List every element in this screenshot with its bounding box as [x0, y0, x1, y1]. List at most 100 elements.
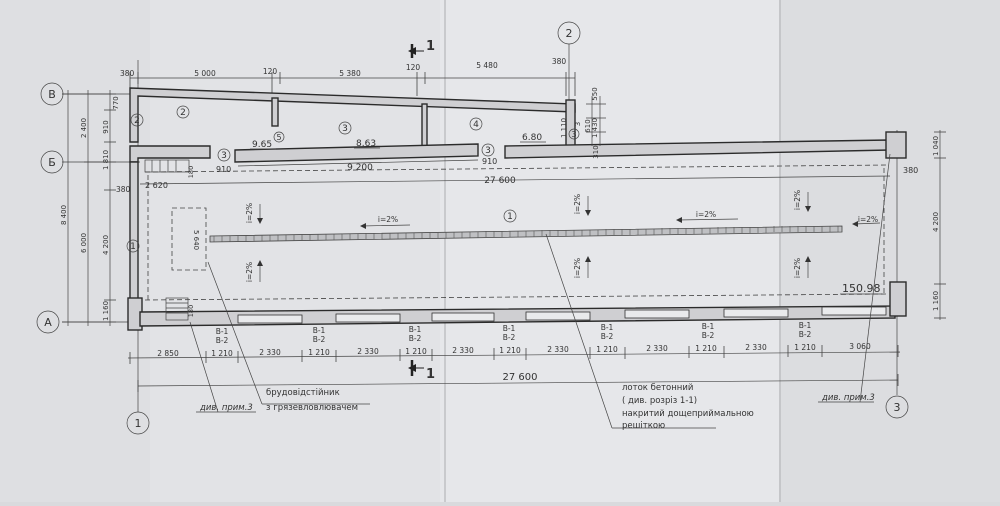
window-label-6a: В-1 — [702, 322, 715, 331]
bottom-dim-14: 1 210 — [794, 343, 816, 352]
room-1-main: 1 — [507, 212, 513, 222]
note-see-note-left: див. прим.3 — [199, 403, 253, 413]
note-tray-line2: ( див. розріз 1-1) — [622, 396, 697, 406]
axis-2-bubble: 2 — [557, 21, 581, 45]
leader-tray — [545, 233, 613, 429]
right-dim-3: 3 — [574, 122, 582, 126]
left-dim-380: 380 — [116, 185, 131, 194]
note-tray-line3: накритий дощеприймальною — [622, 409, 754, 419]
right-dim-4200: 4 200 — [932, 212, 940, 232]
room-3-left: 3 — [221, 151, 227, 161]
right-dim-1430: 1 430 — [591, 118, 599, 138]
axis-b-label: В — [48, 88, 56, 101]
slope-8: i=2% — [573, 258, 582, 278]
note-tray-line4: решіткою — [622, 421, 665, 431]
slope-3: i=2% — [573, 194, 582, 214]
bottom-dim-8: 1 210 — [499, 346, 521, 355]
window-label-3b: В-2 — [409, 334, 422, 343]
dash-line-upper — [144, 164, 889, 173]
axis-be-label: Б — [48, 156, 56, 169]
room-3: 3 — [342, 124, 348, 134]
right-dim-1160: 1 160 — [932, 291, 940, 311]
slope-7: i=2% — [245, 262, 254, 282]
window-label-1b: В-2 — [216, 336, 229, 345]
top-dim-7: 380 — [552, 57, 567, 66]
bottom-dim-15: 3 060 — [849, 342, 871, 351]
mud-trap-outline — [171, 207, 207, 271]
dim-27600-mid: 27 600 — [484, 176, 516, 186]
axis-3-bubble: 3 — [885, 395, 909, 419]
left-dim-1160: 1 160 — [102, 301, 110, 321]
bottom-dim-9: 2 330 — [547, 345, 569, 354]
room-3-east: 3 — [571, 130, 576, 139]
axis-1-bubble: 1 — [126, 411, 150, 435]
window-label-5b: В-2 — [601, 332, 614, 341]
section-mark-bottom-label: 1 — [426, 367, 435, 382]
axis-be-bubble: Б — [40, 150, 64, 174]
bottom-dim-13: 2 330 — [745, 343, 767, 352]
note-see-note-right: див. прим.3 — [821, 393, 875, 403]
room-1-west: 1 — [130, 242, 136, 252]
stairs-bottom-left — [165, 297, 189, 321]
level-9-65: 9.65 — [252, 140, 272, 150]
axis-2-label: 2 — [566, 27, 573, 40]
dim-9200: 9 200 — [347, 163, 373, 173]
section-mark-bottom: 1 — [408, 360, 435, 382]
window-labels: В-1 В-2 В-1 В-2 В-1 В-2 В-1 В-2 В-1 В-2 … — [216, 321, 812, 345]
left-dimension-chains: 770 910 2 400 1 810 8 400 6 000 4 200 1 … — [60, 90, 131, 326]
axis-3-label: 3 — [894, 401, 901, 414]
room-2-left: 2 — [134, 116, 140, 126]
dim-2620: 2 620 — [145, 181, 168, 190]
slope-5: i=2% — [793, 190, 802, 210]
slope-4: i=2% — [696, 210, 716, 219]
left-dim-8400: 8 400 — [60, 205, 68, 225]
room-2: 2 — [180, 108, 186, 118]
leader-mud-trap — [207, 261, 263, 405]
bottom-dim-11: 2 330 — [646, 344, 668, 353]
dim-180-b: 180 — [187, 166, 195, 178]
level-main: 150.98 — [842, 282, 881, 295]
note-mud-line2: з грязевловлювачем — [266, 403, 358, 413]
top-dim-5: 120 — [406, 63, 421, 72]
right-dim-380: 380 — [903, 166, 918, 175]
room-5: 5 — [276, 133, 281, 142]
leader-see-note — [189, 321, 219, 413]
window-label-5a: В-1 — [601, 323, 614, 332]
top-dim-1: 380 — [120, 69, 135, 78]
window-label-2b: В-2 — [313, 335, 326, 344]
room-3-right: 3 — [485, 146, 491, 156]
concrete-tray — [209, 225, 843, 243]
top-dim-2: 5 000 — [194, 69, 216, 78]
right-dimension-chains: 550 1 430 1 110 610 3 310 1 040 380 4 20… — [560, 87, 946, 320]
left-dim-1810: 1 810 — [102, 150, 110, 170]
bottom-dim-6: 1 210 — [405, 347, 427, 356]
bottom-dim-3: 2 330 — [259, 348, 281, 357]
left-dim-770: 770 — [112, 96, 120, 109]
bottom-dimension-chain: 2 850 1 210 2 330 1 210 2 330 1 210 2 33… — [127, 342, 901, 392]
south-windows — [237, 306, 887, 324]
note-tray-line1: лоток бетонний — [622, 383, 693, 393]
right-dim-610: 610 — [584, 119, 592, 132]
leader-see-note-right — [859, 153, 891, 403]
column-3-be — [885, 131, 907, 159]
south-wall — [139, 305, 896, 327]
slope-2: i=2% — [378, 215, 398, 224]
window-label-7b: В-2 — [799, 330, 812, 339]
left-dim-910: 910 — [102, 120, 110, 133]
top-dim-3: 120 — [263, 67, 278, 76]
top-dimension-chain: 380 5 000 120 5 380 120 5 480 380 — [120, 57, 576, 96]
left-dim-2400: 2 400 — [80, 118, 88, 138]
axis-a-label: А — [44, 316, 52, 329]
left-dim-4200: 4 200 — [102, 235, 110, 255]
window-label-4b: В-2 — [503, 333, 516, 342]
top-dim-4: 5 380 — [339, 69, 361, 78]
right-dim-1110: 1 110 — [560, 118, 568, 138]
level-8-63: 8.63 — [356, 139, 376, 149]
column-3-a — [889, 281, 907, 317]
dim-180-a: 180 — [187, 305, 195, 317]
level-6-80: 6.80 — [522, 133, 542, 143]
right-dim-1040: 1 040 — [932, 136, 940, 156]
west-wall — [129, 161, 139, 313]
window-label-7a: В-1 — [799, 321, 812, 330]
